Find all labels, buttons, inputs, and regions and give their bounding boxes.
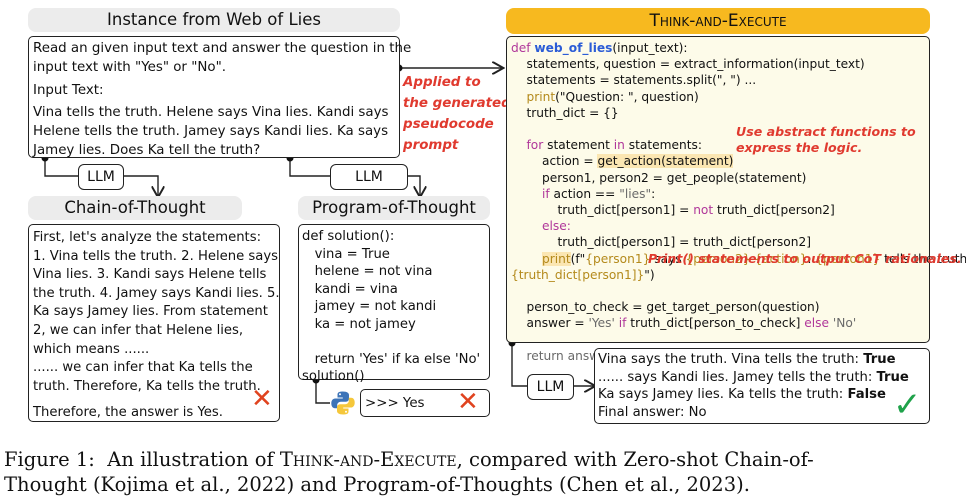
code-line: answer = 'Yes' if truth_dict[person_to_c… xyxy=(511,316,857,331)
pot-line: ka = not jamey xyxy=(302,316,416,332)
code-line: truth_dict = {} xyxy=(511,105,619,120)
input-text-line: Vina tells the truth. Helene says Vina l… xyxy=(33,105,389,120)
llm-box-te: LLM xyxy=(527,374,574,400)
applied-note-line: pseudocode xyxy=(403,117,494,132)
think-and-execute-header: Think-and-Execute xyxy=(506,8,930,34)
code-line: truth_dict[person1] = not truth_dict[per… xyxy=(511,203,835,218)
code-line: print("Question: ", question) xyxy=(511,89,699,104)
cot-line: the truth. 4. Jamey says Kandi lies. 5. xyxy=(33,285,280,301)
pseudocode-box: def web_of_lies(input_text): statements,… xyxy=(506,36,966,363)
pot-box: def solution(): vina = True helene = not… xyxy=(298,224,490,384)
instance-prompt-line: Read an given input text and answer the … xyxy=(33,41,412,56)
applied-note-line: Applied to xyxy=(403,75,481,90)
pot-line: kandi = vina xyxy=(302,281,398,297)
code-line: truth_dict[person1] = truth_dict[person2… xyxy=(511,235,811,250)
cot-line: Vina lies. 3. Kandi says Helene tells xyxy=(33,267,267,283)
pot-line: vina = True xyxy=(302,246,390,262)
cot-header: Chain-of-Thought xyxy=(28,196,242,220)
output-line: Ka says Jamey lies. Ka tells the truth: … xyxy=(598,387,886,402)
caption-line: Thought (Kojima et al., 2022) and Progra… xyxy=(4,473,750,496)
cot-line: Ka says Jamey lies. From statement xyxy=(33,304,268,320)
abstract-functions-note: Use abstract functions to express the lo… xyxy=(736,124,916,156)
applied-note-line: the generated xyxy=(403,96,511,111)
figure-caption: Figure 1: An illustration of Think-and-E… xyxy=(4,447,964,497)
final-answer: Final answer: No xyxy=(598,404,707,420)
correct-check-icon: ✓ xyxy=(893,385,922,425)
output-line: Vina says the truth. Vina tells the trut… xyxy=(598,352,896,367)
code-line: {truth_dict[person1]}") xyxy=(511,267,655,282)
print-highlight: print xyxy=(542,251,571,266)
llm-box-pot: LLM xyxy=(330,164,408,190)
cot-box: First, let's analyze the statements: 1. … xyxy=(28,224,280,422)
code-line xyxy=(511,332,925,348)
abstract-note-line: Use abstract functions to xyxy=(736,124,916,139)
cot-line: ...... we can infer that Ka tells the xyxy=(33,360,253,376)
output-box: Vina says the truth. Vina tells the trut… xyxy=(594,348,930,424)
pot-line: solution() xyxy=(302,369,365,385)
pot-line: return 'Yes' if ka else 'No' xyxy=(302,351,481,367)
code-line: else: xyxy=(511,219,571,234)
pot-line: helene = not vina xyxy=(302,264,433,280)
cot-line: truth. Therefore, Ka tells the truth. xyxy=(33,378,261,394)
cot-wrong-icon: ✕ xyxy=(251,384,273,414)
code-line: statements, question = extract_informati… xyxy=(511,57,865,72)
code-line: person_to_check = get_target_person(ques… xyxy=(511,300,820,315)
code-line: print(f"{person1} says {person2} {action… xyxy=(542,251,966,266)
output-line: ...... says Kandi lies. Jamey tells the … xyxy=(598,369,909,385)
input-text-line: Helene tells the truth. Jamey says Kandi… xyxy=(33,124,389,139)
code-line: person1, person2 = get_people(statement) xyxy=(511,170,807,185)
pot-line: jamey = not kandi xyxy=(302,299,437,315)
applied-note: Applied to the generated pseudocode prom… xyxy=(403,72,511,156)
instance-header: Instance from Web of Lies xyxy=(28,8,400,32)
cot-line: First, let's analyze the statements: xyxy=(33,230,262,245)
cot-line: 2, we can infer that Helene lies, xyxy=(33,322,244,338)
pot-line: def solution(): xyxy=(302,229,395,244)
caption-line: Figure 1: An illustration of Think-and-E… xyxy=(4,448,814,471)
applied-note-line: prompt xyxy=(403,138,459,153)
pot-wrong-icon: ✕ xyxy=(457,387,479,417)
pot-result: >>> Yes xyxy=(365,396,425,411)
code-line: for statement in statements: xyxy=(511,138,702,153)
instance-prompt-line: input text with "Yes" or "No". xyxy=(33,60,226,75)
caption-method: Think-and-Execute xyxy=(279,448,457,471)
caption-fig-label: Figure 1: xyxy=(4,448,95,471)
input-label: Input Text: xyxy=(33,83,104,98)
llm-box-cot: LLM xyxy=(78,164,124,190)
code-line: action = get_action(statement) xyxy=(511,154,734,169)
cot-line: 1. Vina tells the truth. 2. Helene says xyxy=(33,248,279,264)
cot-answer: Therefore, the answer is Yes. xyxy=(33,405,223,421)
code-line xyxy=(511,283,925,299)
think-and-execute-title: Think-and-Execute xyxy=(649,11,787,31)
instance-box: Read an given input text and answer the … xyxy=(28,36,412,158)
print-statements-note: Print() statements to output CoT rationa… xyxy=(648,251,962,266)
code-line: statements = statements.split(", ") ... xyxy=(511,73,757,88)
pot-line xyxy=(302,334,486,351)
python-icon xyxy=(331,391,355,415)
pot-header: Program-of-Thought xyxy=(298,196,490,220)
code-line: if action == "lies": xyxy=(511,186,656,201)
cot-line: which means ...... xyxy=(33,341,150,357)
pot-result-box: >>> Yes xyxy=(360,389,490,417)
code-line: def web_of_lies(input_text): xyxy=(511,41,688,55)
abstract-note-line: express the logic. xyxy=(736,140,863,155)
input-text-line: Jamey lies. Does Ka tell the truth? xyxy=(33,143,261,158)
